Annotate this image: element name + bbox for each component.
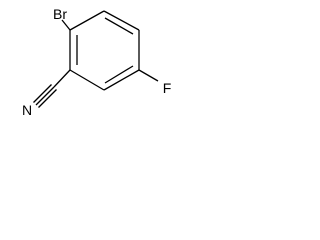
ring-bond-c4-c5	[103, 69, 140, 91]
triple-bond-line-1	[33, 84, 52, 103]
bond-c-f	[138, 69, 159, 82]
fluorine-label: F	[163, 80, 172, 96]
ring-bond-c1-c2	[69, 10, 105, 31]
bromine-label: Br	[53, 6, 67, 22]
bond-ring-to-nitrile	[53, 69, 71, 88]
nitrile-triple-bond	[33, 84, 57, 108]
triple-bond-line-2	[35, 86, 55, 106]
chemical-structure: Br N F	[22, 6, 172, 118]
ring-bond-c5-c6	[69, 69, 105, 91]
nitrogen-label: N	[22, 102, 32, 118]
bond-c-br	[61, 19, 71, 31]
ring-double-bond-inner-top	[104, 17, 134, 35]
benzene-ring	[69, 10, 140, 91]
triple-bond-line-3	[38, 89, 57, 108]
ring-bond-c2-c3	[103, 10, 140, 31]
ring-double-bond-inner-bottom	[104, 65, 134, 84]
